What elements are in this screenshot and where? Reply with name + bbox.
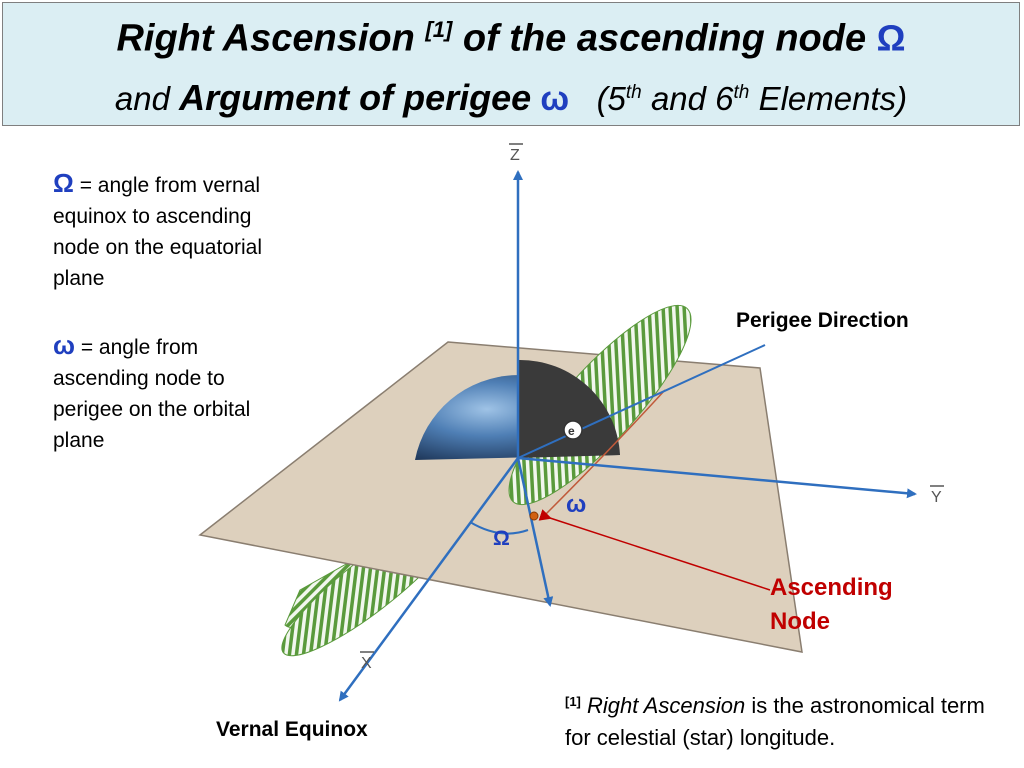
perigee-direction-line xyxy=(517,344,766,459)
definition-omega-upper-text: = angle from vernal equinox to ascending… xyxy=(53,174,263,290)
node-line xyxy=(516,457,554,607)
title-elements-open: (5 xyxy=(596,80,626,117)
title-argument-of-perigee: Argument of perigee xyxy=(179,77,532,118)
z-axis-label: Z xyxy=(510,147,520,164)
title-sup-th-2: th xyxy=(733,82,750,103)
eccentricity-marker xyxy=(563,420,583,440)
title-elements-mid: and 6 xyxy=(650,80,734,117)
eccentricity-vector-label: e xyxy=(568,424,575,438)
x-axis xyxy=(338,457,520,702)
title-elements-close: Elements) xyxy=(758,80,908,117)
title-line-2: and Argument of perigee ω (5th and 6th E… xyxy=(3,77,1019,119)
y-axis xyxy=(517,456,917,499)
omega-upper-arc xyxy=(469,521,529,535)
title-ref: [1] xyxy=(425,17,453,42)
label-vernal-equinox: Vernal Equinox xyxy=(216,718,368,741)
definition-omega-lower-symbol: ω xyxy=(53,330,75,360)
earth-cutaway xyxy=(518,359,620,458)
definition-omega-lower: ω = angle from ascending node to perigee… xyxy=(53,330,288,456)
label-perigee-direction: Perigee Direction xyxy=(736,309,909,332)
definition-omega-upper: Ω = angle from vernal equinox to ascendi… xyxy=(53,168,288,294)
ascending-node-dot xyxy=(529,511,539,521)
y-axis-label: Y xyxy=(931,489,942,506)
x-axis-label: X xyxy=(361,655,372,672)
footnote-italic: Right Ascension xyxy=(587,693,746,718)
angle-omega-upper-label: Ω xyxy=(493,527,510,550)
title-omega-upper-symbol: Ω xyxy=(876,17,906,59)
label-ascending: Ascending xyxy=(770,574,893,601)
title-line-1: Right Ascension [1] of the ascending nod… xyxy=(3,17,1019,61)
definition-omega-lower-text: = angle from ascending node to perigee o… xyxy=(53,336,251,452)
title-box: Right Ascension [1] of the ascending nod… xyxy=(2,2,1020,126)
perigee-arc xyxy=(539,389,666,521)
angle-omega-lower-label: ω xyxy=(566,491,586,518)
title-and: and xyxy=(114,80,170,117)
label-node: Node xyxy=(770,608,830,635)
title-sup-th-1: th xyxy=(625,82,642,103)
footnote-text: is the astronomical term for celestial (… xyxy=(565,693,985,750)
ascending-node-pointer xyxy=(538,509,771,591)
title-omega-lower-symbol: ω xyxy=(540,80,570,118)
definition-omega-upper-symbol: Ω xyxy=(53,168,74,198)
title-right-ascension: Right Ascension xyxy=(116,17,415,60)
footnote: [1] Right Ascension is the astronomical … xyxy=(565,686,1005,754)
footnote-ref: [1] xyxy=(565,694,581,709)
title-ascending-node: of the ascending node xyxy=(462,17,867,60)
